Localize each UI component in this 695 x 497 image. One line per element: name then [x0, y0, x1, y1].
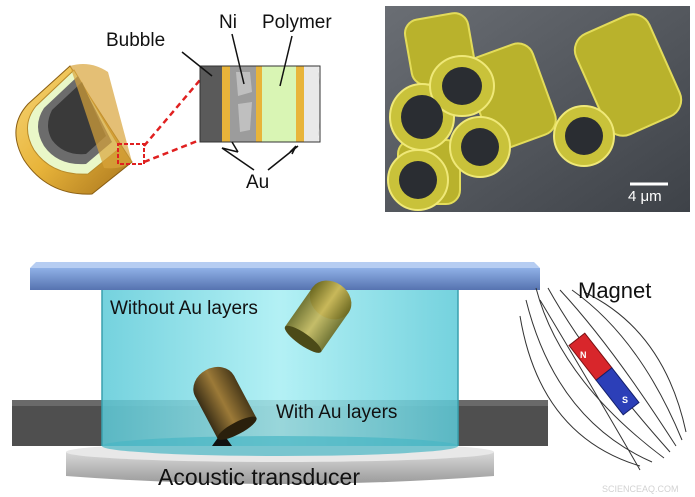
capsule-without-au — [284, 280, 352, 353]
label-with-au: With Au layers — [276, 402, 398, 423]
capsule-with-au — [193, 366, 257, 440]
label-magnet-n: N — [580, 350, 587, 360]
label-without-au: Without Au layers — [110, 298, 258, 319]
magnet-south — [595, 367, 640, 416]
callout-leader-top — [143, 79, 201, 147]
label-ni: Ni — [219, 12, 237, 33]
label-magnet: Magnet — [578, 278, 652, 303]
sem-micrograph — [385, 6, 690, 212]
acoustic-setup — [12, 262, 548, 484]
callout-box — [117, 143, 145, 165]
watermark: SCIENCEAQ.COM — [602, 484, 679, 494]
label-pointers — [181, 33, 299, 171]
callout-leader-bottom — [143, 138, 201, 164]
glass-plate — [30, 268, 540, 290]
capsule-cutaway-illustration — [15, 64, 133, 195]
label-polymer: Polymer — [262, 12, 332, 33]
label-magnet-s: S — [622, 395, 629, 405]
label-bubble: Bubble — [106, 30, 166, 51]
magnet-illustration — [519, 287, 687, 471]
layer-stack-zoom — [199, 65, 321, 143]
water-cylinder — [102, 284, 458, 446]
label-au: Au — [246, 172, 270, 193]
label-transducer: Acoustic transducer — [158, 464, 360, 490]
label-scale-bar: 4 μm — [628, 188, 662, 205]
